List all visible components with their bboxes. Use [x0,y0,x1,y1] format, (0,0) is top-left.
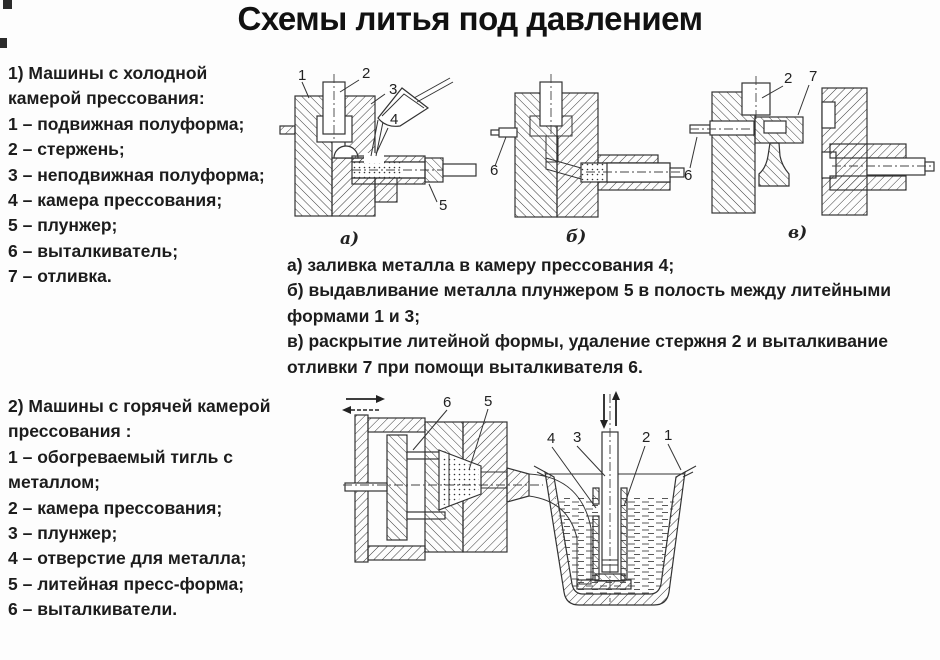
legend2-item-6: 6 – выталкиватели. [8,599,178,620]
label-2: 2 [362,65,370,82]
section1-heading: 1) Машины с холодной камерой прессования… [8,63,208,109]
stage-v-drawing: 2 7 6 в) [684,68,935,243]
stage-a-text: а) заливка металла в камеру прессования … [287,255,675,275]
legend2-item-5: 5 – литейная пресс-форма; [8,573,245,594]
legend1-item-1: 1 – подвижная полуформа; [8,113,245,134]
stage-b-drawing: 6 б) [490,74,685,247]
label-5: 5 [484,393,492,410]
cold-chamber-legend: 1) Машины с холодной камерой прессования… [8,61,265,290]
legend1-item-2: 2 – стержень; [8,139,125,160]
label-6: 6 [684,167,692,184]
label-6: 6 [443,394,451,411]
stage-v-text: в) раскрытие литейной формы, удаление ст… [287,331,888,377]
label-1: 1 [664,427,672,444]
page-title: Схемы литья под давлением [237,0,703,37]
caption-v: в) [788,223,807,243]
label-4: 4 [547,430,555,447]
diagram-stage-v: 2 7 6 в) [684,68,935,243]
legend1-item-6: 6 – выталкиватель; [8,240,179,261]
legend2-item-1: 1 – обогреваемый тигль с металлом; [8,446,234,493]
caption-a: а) [340,229,359,249]
caption-b: б) [566,227,586,247]
label-3: 3 [389,81,397,98]
label-2: 2 [642,429,650,446]
legend1-item-4: 4 – камера прессования; [8,190,223,211]
ladle-icon [370,77,454,157]
bullet-mark-top [3,0,12,9]
diagram-hot-chamber: 6 5 4 3 2 1 [342,391,697,606]
label-5: 5 [439,197,447,214]
label-2: 2 [784,70,792,87]
hot-chamber-drawing: 6 5 4 3 2 1 [342,391,697,606]
bullet-mark-left [0,38,7,48]
legend1-item-7: 7 – отливка. [8,266,112,287]
legend1-item-3: 3 – неподвижная полуформа; [8,164,265,185]
legend2-item-4: 4 – отверстие для металла; [8,548,247,569]
diagram-stage-b: 6 б) [490,74,685,247]
label-7: 7 [809,68,817,85]
label-4: 4 [390,111,398,128]
stage-b-text: б) выдавливание металла плунжером 5 в по… [287,280,892,326]
stage-a-drawing: 1 2 3 4 5 а) [279,65,477,249]
label-6: 6 [490,162,498,179]
legend2-item-3: 3 – плунжер; [8,523,118,544]
section2-heading: 2) Машины с горячей камерой прессования … [8,396,271,442]
label-1: 1 [298,67,306,84]
hot-chamber-legend: 2) Машины с горячей камерой прессования … [8,394,300,623]
plunger-motion-arrows-icon [600,391,620,429]
mold-motion-arrows-icon [342,395,385,414]
legend1-item-5: 5 – плунжер; [8,215,118,236]
label-3: 3 [573,429,581,446]
legend2-item-2: 2 – камера прессования; [8,497,223,518]
diagram-stage-a: 1 2 3 4 5 а) [279,65,477,249]
stage-descriptions: а) заливка металла в камеру прессования … [287,253,932,380]
